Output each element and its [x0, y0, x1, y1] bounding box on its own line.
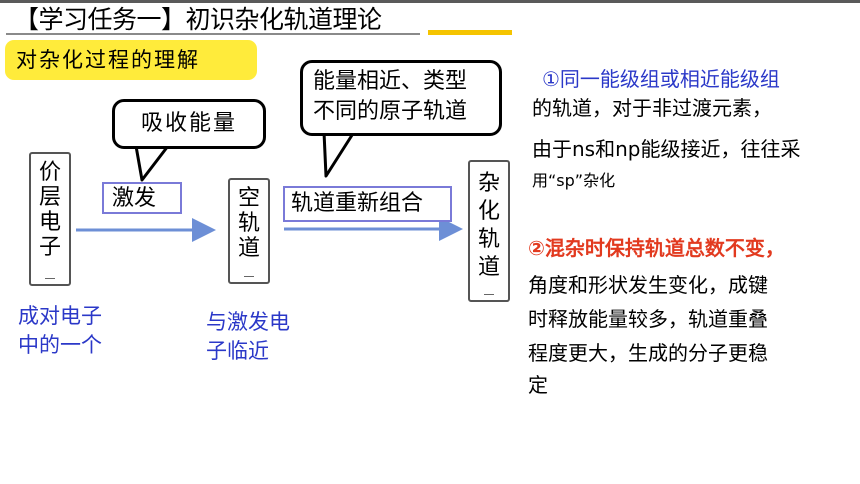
hybrid-char-4: 道	[477, 255, 500, 280]
bubble-similar-orbitals: 能量相近、类型 不同的原子轨道	[300, 60, 502, 136]
hybrid-char-3: 轨	[477, 227, 500, 252]
point-2-line-2: 角度和形状发生变化，成键	[528, 273, 768, 297]
point-1-line-1: ①同一能级组或相近能级组	[542, 67, 780, 91]
section-subtitle: 对杂化过程的理解	[16, 48, 200, 72]
valence-char-2: 层	[38, 185, 61, 210]
box-orbital-recombine: 轨道重新组合	[283, 186, 452, 222]
box-empty-orbital: 空 轨 道	[228, 178, 270, 284]
header-top-bar	[0, 0, 860, 3]
valence-char-1: 价	[38, 160, 61, 185]
box-hybrid-orbital: 杂 化 轨 道	[468, 160, 510, 302]
excite-text: 激发	[112, 186, 157, 211]
subtitle-highlight	[5, 40, 257, 80]
hybrid-char-1: 杂	[477, 171, 500, 196]
page-title: 【学习任务一】初识杂化轨道理论	[14, 5, 382, 34]
point-2-line-1: ②混杂时保持轨道总数不变，	[528, 236, 785, 260]
hybrid-char-2: 化	[477, 199, 500, 224]
note-near-excited: 与激发电 子临近	[206, 308, 290, 366]
note-paired-line2: 中的一个	[18, 333, 102, 357]
note-near-line1: 与激发电	[206, 310, 290, 334]
box-excite: 激发	[102, 182, 182, 214]
point-2-line-3: 时释放能量较多，轨道重叠	[528, 307, 768, 331]
box-valence-electrons: 价 层 电 子	[29, 152, 71, 286]
bubble-similar-line2: 不同的原子轨道	[313, 99, 468, 124]
bubble-absorb-text: 吸收能量	[140, 111, 237, 136]
empty-char-2: 轨	[237, 211, 260, 236]
valence-char-4: 子	[38, 235, 61, 260]
bubble-absorb-energy: 吸收能量	[112, 99, 266, 149]
recombine-text: 轨道重新组合	[291, 191, 424, 216]
point-2-line-4: 程度更大，生成的分子更稳	[528, 341, 768, 365]
point-1-line-3: 由于ns和np能级接近，往往采	[532, 137, 801, 161]
note-paired-electron: 成对电子 中的一个	[18, 302, 102, 360]
empty-char-1: 空	[237, 186, 260, 211]
empty-char-3: 道	[237, 236, 260, 261]
point-1-line-2: 的轨道，对于非过渡元素，	[532, 96, 772, 120]
note-near-line2: 子临近	[206, 339, 269, 363]
bubble-tail-similar	[322, 131, 356, 178]
title-accent-bar	[428, 30, 512, 35]
valence-char-3: 电	[38, 210, 61, 235]
bubble-similar-line1: 能量相近、类型	[313, 69, 468, 94]
title-underline	[6, 33, 420, 35]
point-1-line-4: 用“sp”杂化	[532, 171, 616, 190]
note-paired-line1: 成对电子	[18, 304, 102, 328]
bubble-tail-absorb	[134, 145, 170, 182]
point-2-line-5: 定	[528, 373, 548, 397]
